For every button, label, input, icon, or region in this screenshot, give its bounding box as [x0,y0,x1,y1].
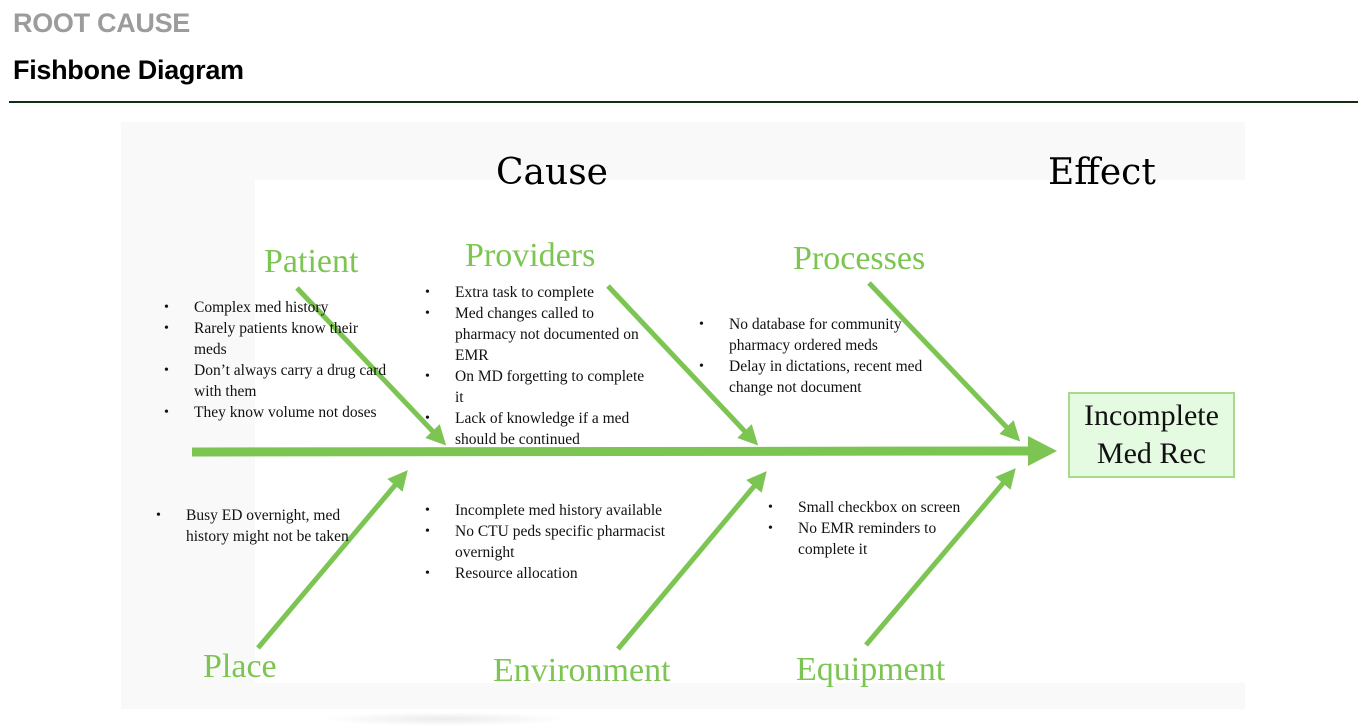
section-label: ROOT CAUSE [13,8,191,38]
processes-causes-list: No database for community pharmacy order… [697,314,937,398]
page-title: Fishbone Diagram [13,55,244,85]
category-place-label: Place [203,648,277,685]
effect-line-2: Med Rec [1096,437,1207,470]
category-patient-label: Patient [264,243,359,280]
patient-causes-list: Complex med history Rarely patients know… [162,297,387,423]
effect-line-1: Incomplete [1084,399,1219,432]
effect-box: Incomplete Med Rec [1068,392,1235,478]
cause-item: Delay in dictations, recent med change n… [697,356,937,398]
spine-arrowhead [1028,436,1057,466]
cause-item: Small checkbox on screen [766,497,981,518]
category-environment-label: Environment [493,652,671,689]
cause-item: Busy ED overnight, med history might not… [154,505,369,547]
spine-arrow [191,446,1031,457]
environment-causes-list: Incomplete med history available No CTU … [423,500,698,584]
cause-item: Complex med history [162,297,387,318]
image-shadow [320,712,570,726]
bone-place [256,470,408,650]
cause-item: No database for community pharmacy order… [697,314,937,356]
cause-item: No CTU peds specific pharmacist overnigh… [423,521,698,563]
cause-item: Rarely patients know their meds [162,318,387,360]
cause-item: Extra task to complete [423,282,653,303]
category-providers-label: Providers [465,237,596,274]
place-causes-list: Busy ED overnight, med history might not… [154,505,369,547]
cause-item: Resource allocation [423,563,698,584]
bone-processes [867,281,1021,442]
effect-heading: Effect [1048,152,1156,193]
title-divider [9,101,1358,103]
cause-heading: Cause [496,152,608,193]
providers-causes-list: Extra task to complete Med changes calle… [423,282,653,450]
cause-item: Med changes called to pharmacy not docum… [423,303,653,366]
cause-item: Don’t always carry a drug card with them [162,360,387,402]
cause-item: Lack of knowledge if a med should be con… [423,408,653,450]
cause-item: On MD forgetting to complete it [423,366,653,408]
category-processes-label: Processes [793,240,926,277]
category-equipment-label: Equipment [796,651,946,688]
cause-item: No EMR reminders to complete it [766,518,981,560]
equipment-causes-list: Small checkbox on screen No EMR reminder… [766,497,981,560]
cause-item: Incomplete med history available [423,500,698,521]
cause-item: They know volume not doses [162,402,387,423]
bone-equipment [864,468,1016,647]
